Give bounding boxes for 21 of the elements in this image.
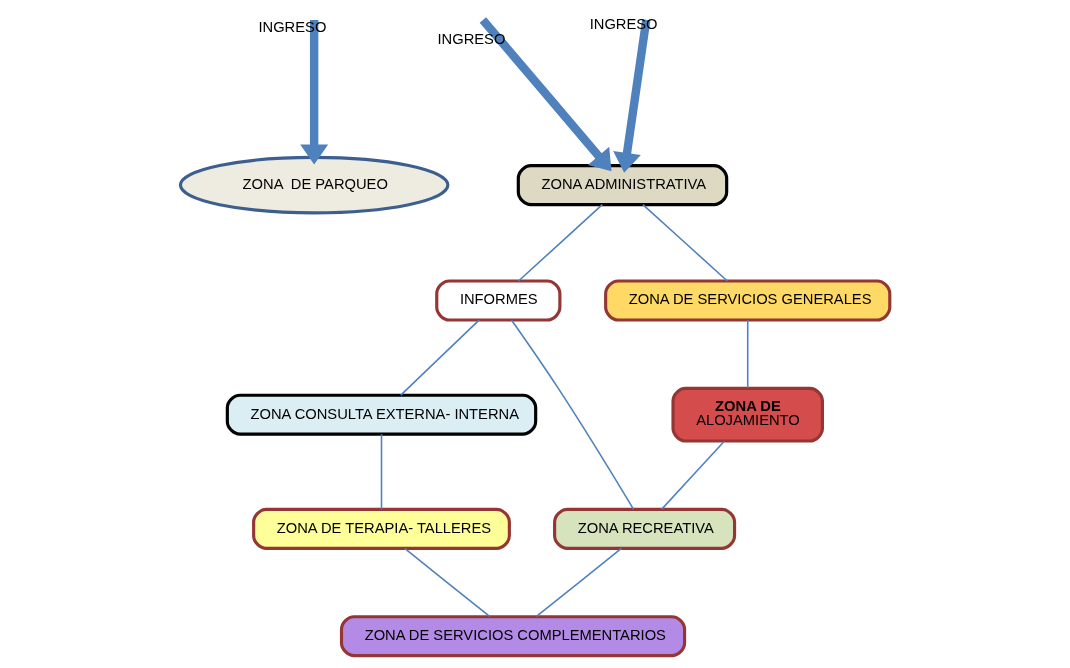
node-box: INFORMES: [435, 279, 562, 322]
connector: [746, 319, 749, 389]
node-box: ZONA DE SERVICIOS COMPLEMENTARIOS: [339, 615, 687, 658]
node-box: ZONA RECREATIVA: [553, 507, 737, 550]
node-box: ZONA CONSULTA EXTERNA- INTERNA: [225, 393, 538, 436]
connector: [642, 203, 729, 282]
connector: [403, 547, 491, 618]
connector: [535, 547, 623, 618]
node-box: ZONA DE SERVICIOS GENERALES: [604, 279, 892, 322]
connector: [661, 440, 726, 510]
node-ellipse: ZONA DE PARQUEO: [178, 155, 450, 215]
connector: [517, 203, 604, 282]
connector: [380, 433, 383, 511]
arrow: [613, 19, 651, 173]
node-box: ZONA ADMINISTRATIVA: [516, 164, 729, 207]
connector: [400, 319, 480, 396]
arrow: [300, 19, 329, 165]
node-box: ZONA DE TERAPIA- TALLERES: [252, 507, 511, 550]
node-box: ZONA DE ALOJAMIENTO: [671, 386, 825, 443]
connector: [510, 319, 635, 510]
arrow: [479, 17, 612, 172]
